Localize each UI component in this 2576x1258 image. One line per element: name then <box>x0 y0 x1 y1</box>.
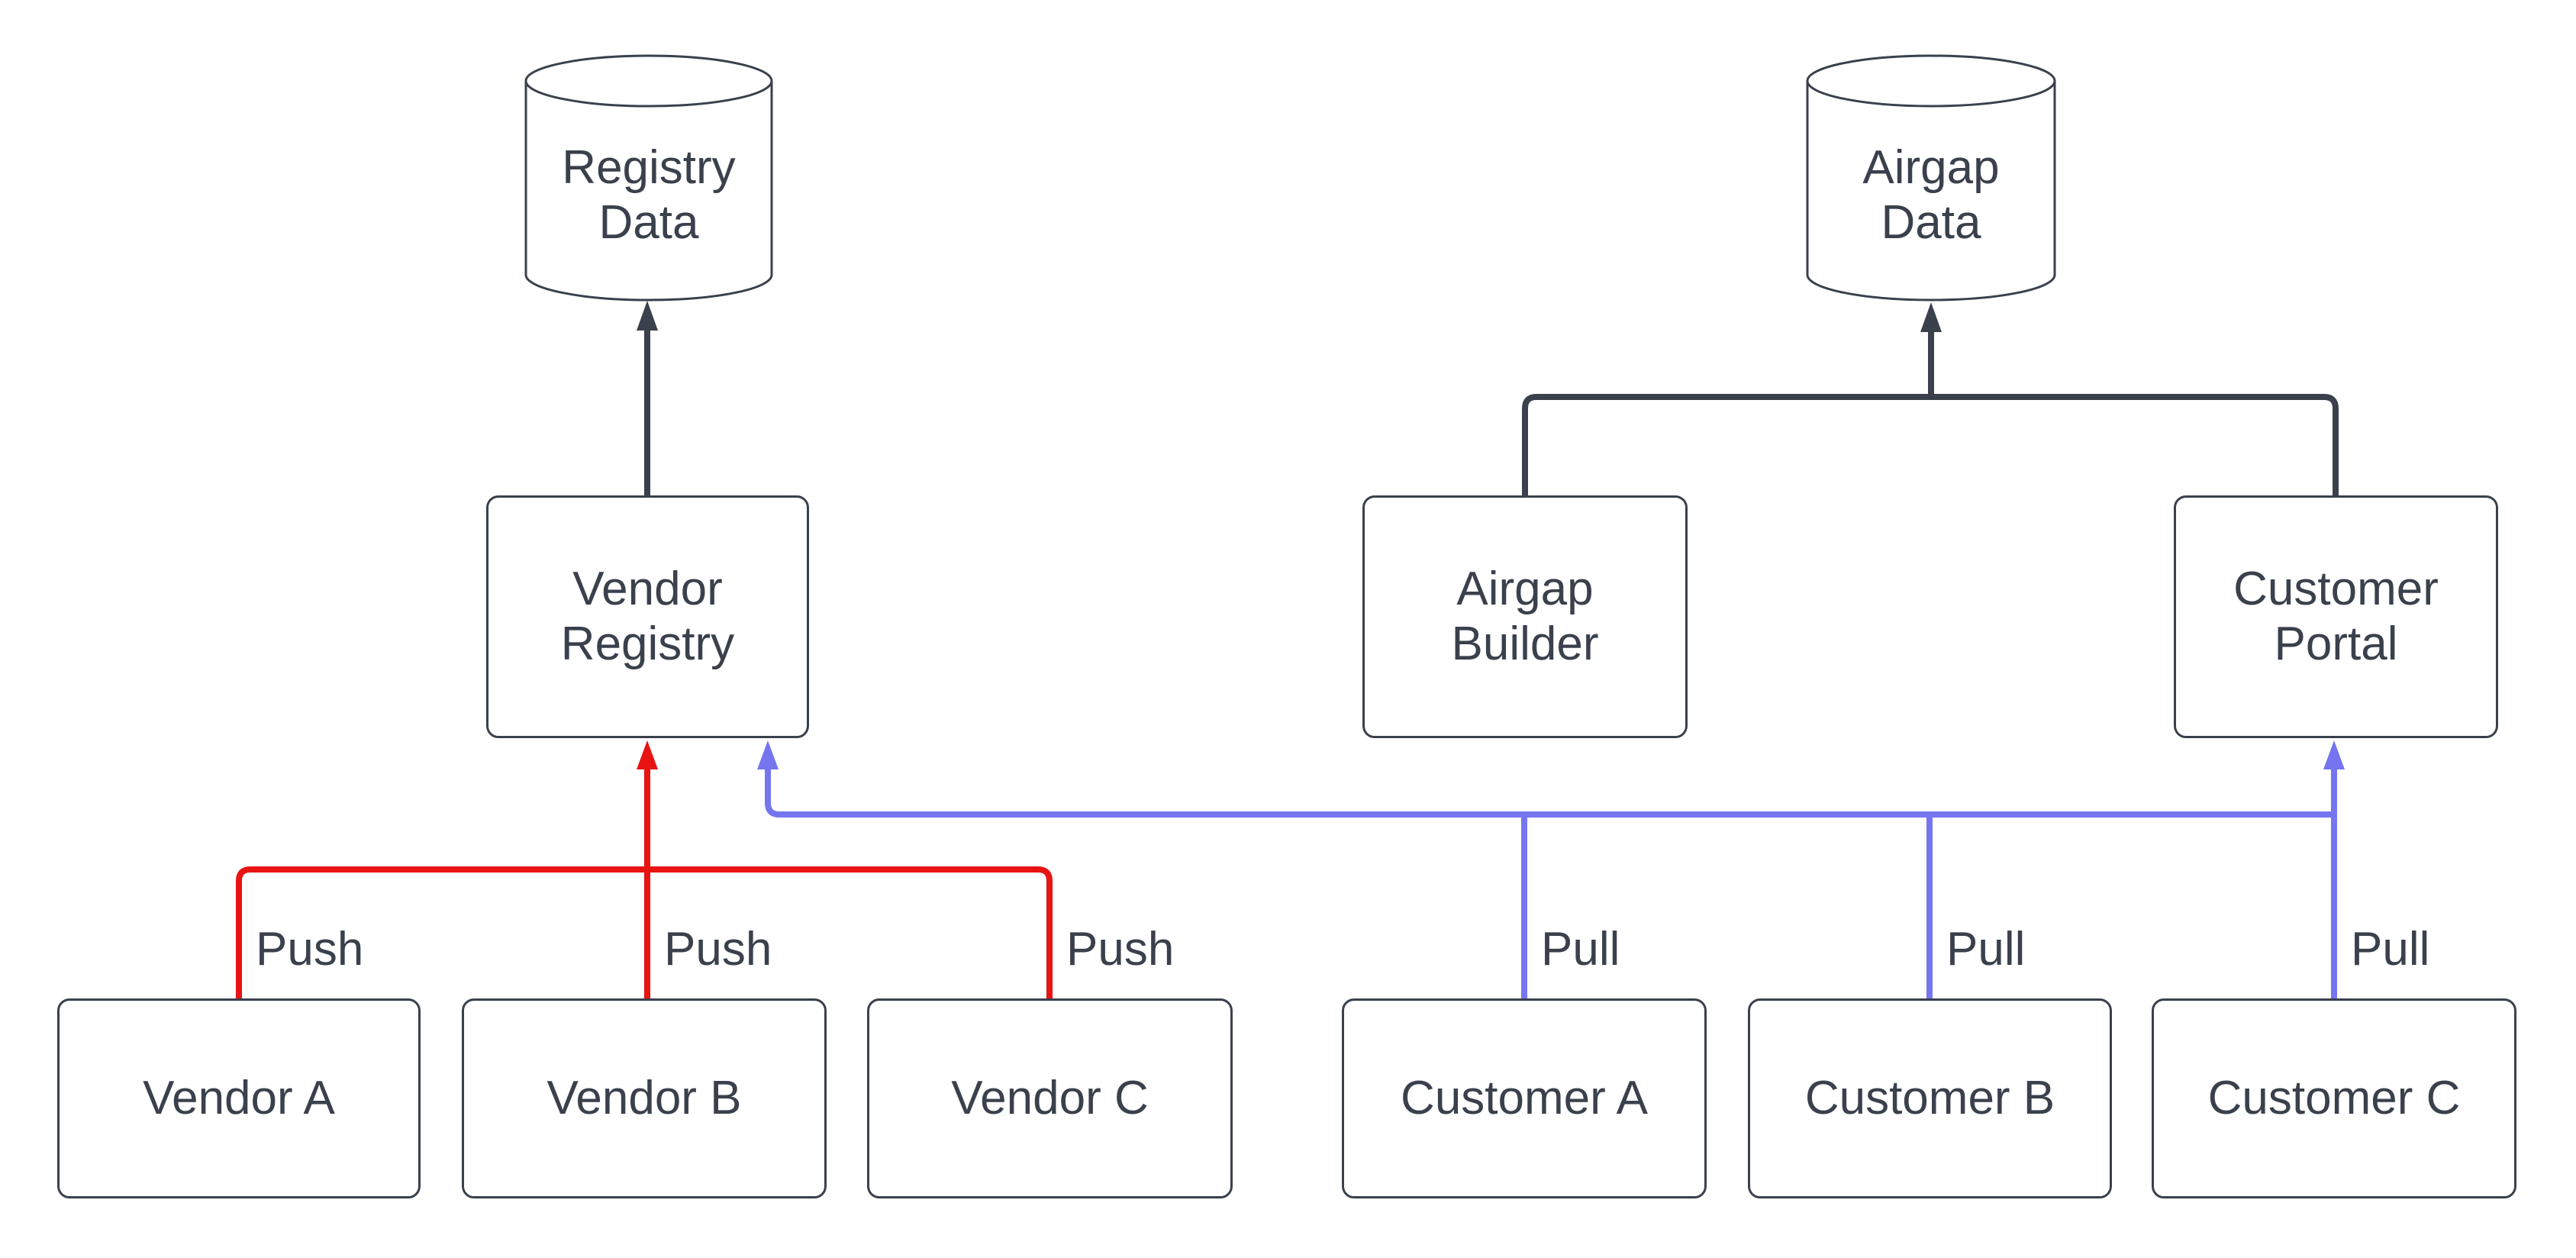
node-airgap-builder: Airgap Builder <box>1362 495 1688 738</box>
cylinder-airgap-data-top <box>1806 54 2056 108</box>
edge-push-vendor-c <box>647 866 1053 998</box>
customer-c-label: Customer C <box>2207 1072 2461 1124</box>
edge-label-pull-customer-b: Pull <box>1946 923 2026 976</box>
node-customer-b: Customer B <box>1748 998 2112 1198</box>
cylinder-registry-data-top <box>524 54 773 108</box>
node-vendor-c: Vendor C <box>867 998 1233 1198</box>
node-customer-c: Customer C <box>2152 998 2516 1198</box>
customer-portal-label: Customer Portal <box>2233 563 2439 670</box>
datastore-airgap-data-label: Airgap Data <box>1807 140 2055 250</box>
arrowhead-push-vendor-registry-icon <box>637 740 658 769</box>
node-vendor-registry: Vendor Registry <box>486 495 809 738</box>
cylinder-registry-data <box>524 81 773 302</box>
datastore-registry-data-label: Registry Data <box>526 140 772 250</box>
node-vendor-a: Vendor A <box>57 998 421 1198</box>
vendor-c-label: Vendor C <box>951 1072 1149 1124</box>
vendor-a-label: Vendor A <box>143 1072 335 1124</box>
registry-data-line-1: Registry <box>562 141 736 194</box>
node-customer-a: Customer A <box>1342 998 1707 1198</box>
edge-label-push-vendor-a: Push <box>256 923 364 976</box>
vendor-b-label: Vendor B <box>546 1072 742 1124</box>
arrowhead-pull-customer-portal-icon <box>2323 740 2345 769</box>
edge-label-push-vendor-c: Push <box>1066 923 1175 976</box>
edge-customer-portal-to-junction <box>1931 394 2339 495</box>
arrowhead-registry-data-icon <box>637 301 658 331</box>
edge-label-pull-customer-c: Pull <box>2351 923 2430 976</box>
edge-pull-main <box>765 769 2334 818</box>
customer-b-label: Customer B <box>1804 1072 2055 1124</box>
airgap-data-line-2: Data <box>1881 196 1981 249</box>
node-customer-portal: Customer Portal <box>2174 495 2498 738</box>
registry-data-line-2: Data <box>598 196 699 249</box>
cylinder-airgap-data <box>1806 81 2056 302</box>
node-vendor-b: Vendor B <box>462 998 827 1198</box>
arrowhead-airgap-data-icon <box>1920 302 1942 332</box>
arrowhead-pull-vendor-registry-icon <box>757 740 779 769</box>
edge-label-push-vendor-b: Push <box>664 923 772 976</box>
airgap-data-line-1: Airgap <box>1862 141 2000 194</box>
vendor-registry-label: Vendor Registry <box>560 563 735 670</box>
edge-push-vendor-a <box>236 866 647 998</box>
edge-airgap-builder-to-junction <box>1522 394 1931 495</box>
edge-label-pull-customer-a: Pull <box>1541 923 1620 976</box>
customer-a-label: Customer A <box>1401 1072 1648 1124</box>
airgap-builder-label: Airgap Builder <box>1451 563 1599 670</box>
